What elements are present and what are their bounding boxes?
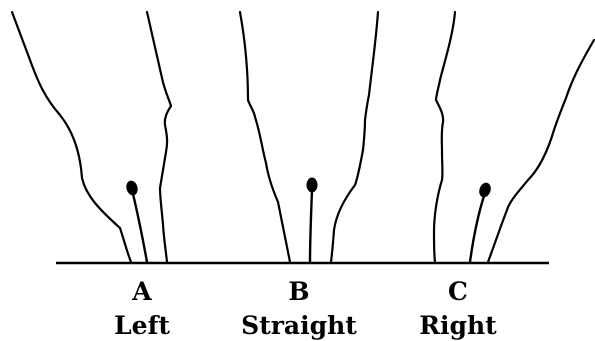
panel-a-left-contour xyxy=(12,12,131,262)
panel-c-marker-dot xyxy=(477,181,492,199)
panel-b-caption: Straight xyxy=(241,311,357,340)
panel-c-caption: Right xyxy=(419,311,497,340)
panel-b-letter: B xyxy=(288,277,309,306)
panel-a-right-contour xyxy=(147,12,171,262)
panel-a-marker-dot xyxy=(125,179,140,196)
panel-b-marker-dot xyxy=(307,178,318,193)
panel-a-letter: A xyxy=(131,277,152,306)
panel-a-stem xyxy=(133,194,147,262)
panel-c xyxy=(434,12,594,262)
panel-b-stem xyxy=(310,190,312,262)
panel-c-letter: C xyxy=(448,277,468,306)
panel-c-right-contour xyxy=(488,40,594,262)
panel-c-left-contour xyxy=(434,12,455,262)
panel-c-stem xyxy=(470,196,484,262)
panel-b-left-contour xyxy=(240,12,290,262)
panel-b-right-contour xyxy=(331,12,378,262)
panel-b xyxy=(240,12,378,262)
panel-a xyxy=(12,12,171,262)
panel-a-caption: Left xyxy=(114,311,170,340)
